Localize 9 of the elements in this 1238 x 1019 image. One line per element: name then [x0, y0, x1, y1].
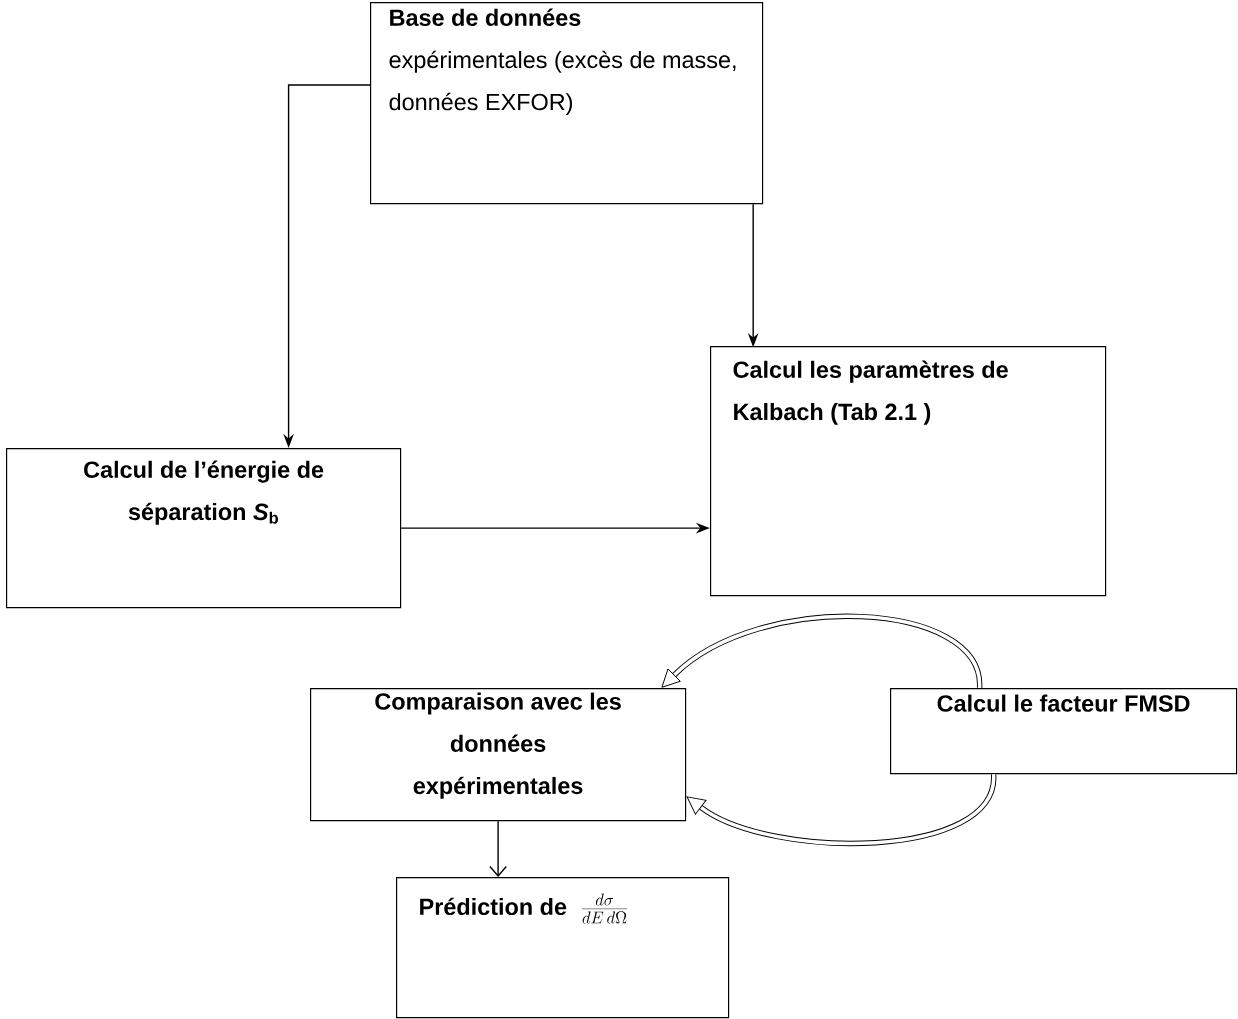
process-box: Base de données expérimentales (excès de masse, données EXFOR)	[370, 2, 764, 205]
process-box: Calcul le facteur FMSD	[890, 688, 1238, 775]
process-box: Calcul les paramètres de Kalbach (Tab 2.1 )	[710, 346, 1107, 597]
arrow	[661, 613, 983, 689]
process-box: Prédiction de $\frac{d\sigma}{dE\,d\Omega}$	[396, 877, 730, 1019]
process-box: Calcul de l’énergie de séparation S$_{b}$	[6, 448, 402, 609]
arrow	[686, 773, 997, 846]
process-box: Comparaison avec les données expérimentales	[310, 688, 687, 822]
arrow	[489, 820, 507, 877]
